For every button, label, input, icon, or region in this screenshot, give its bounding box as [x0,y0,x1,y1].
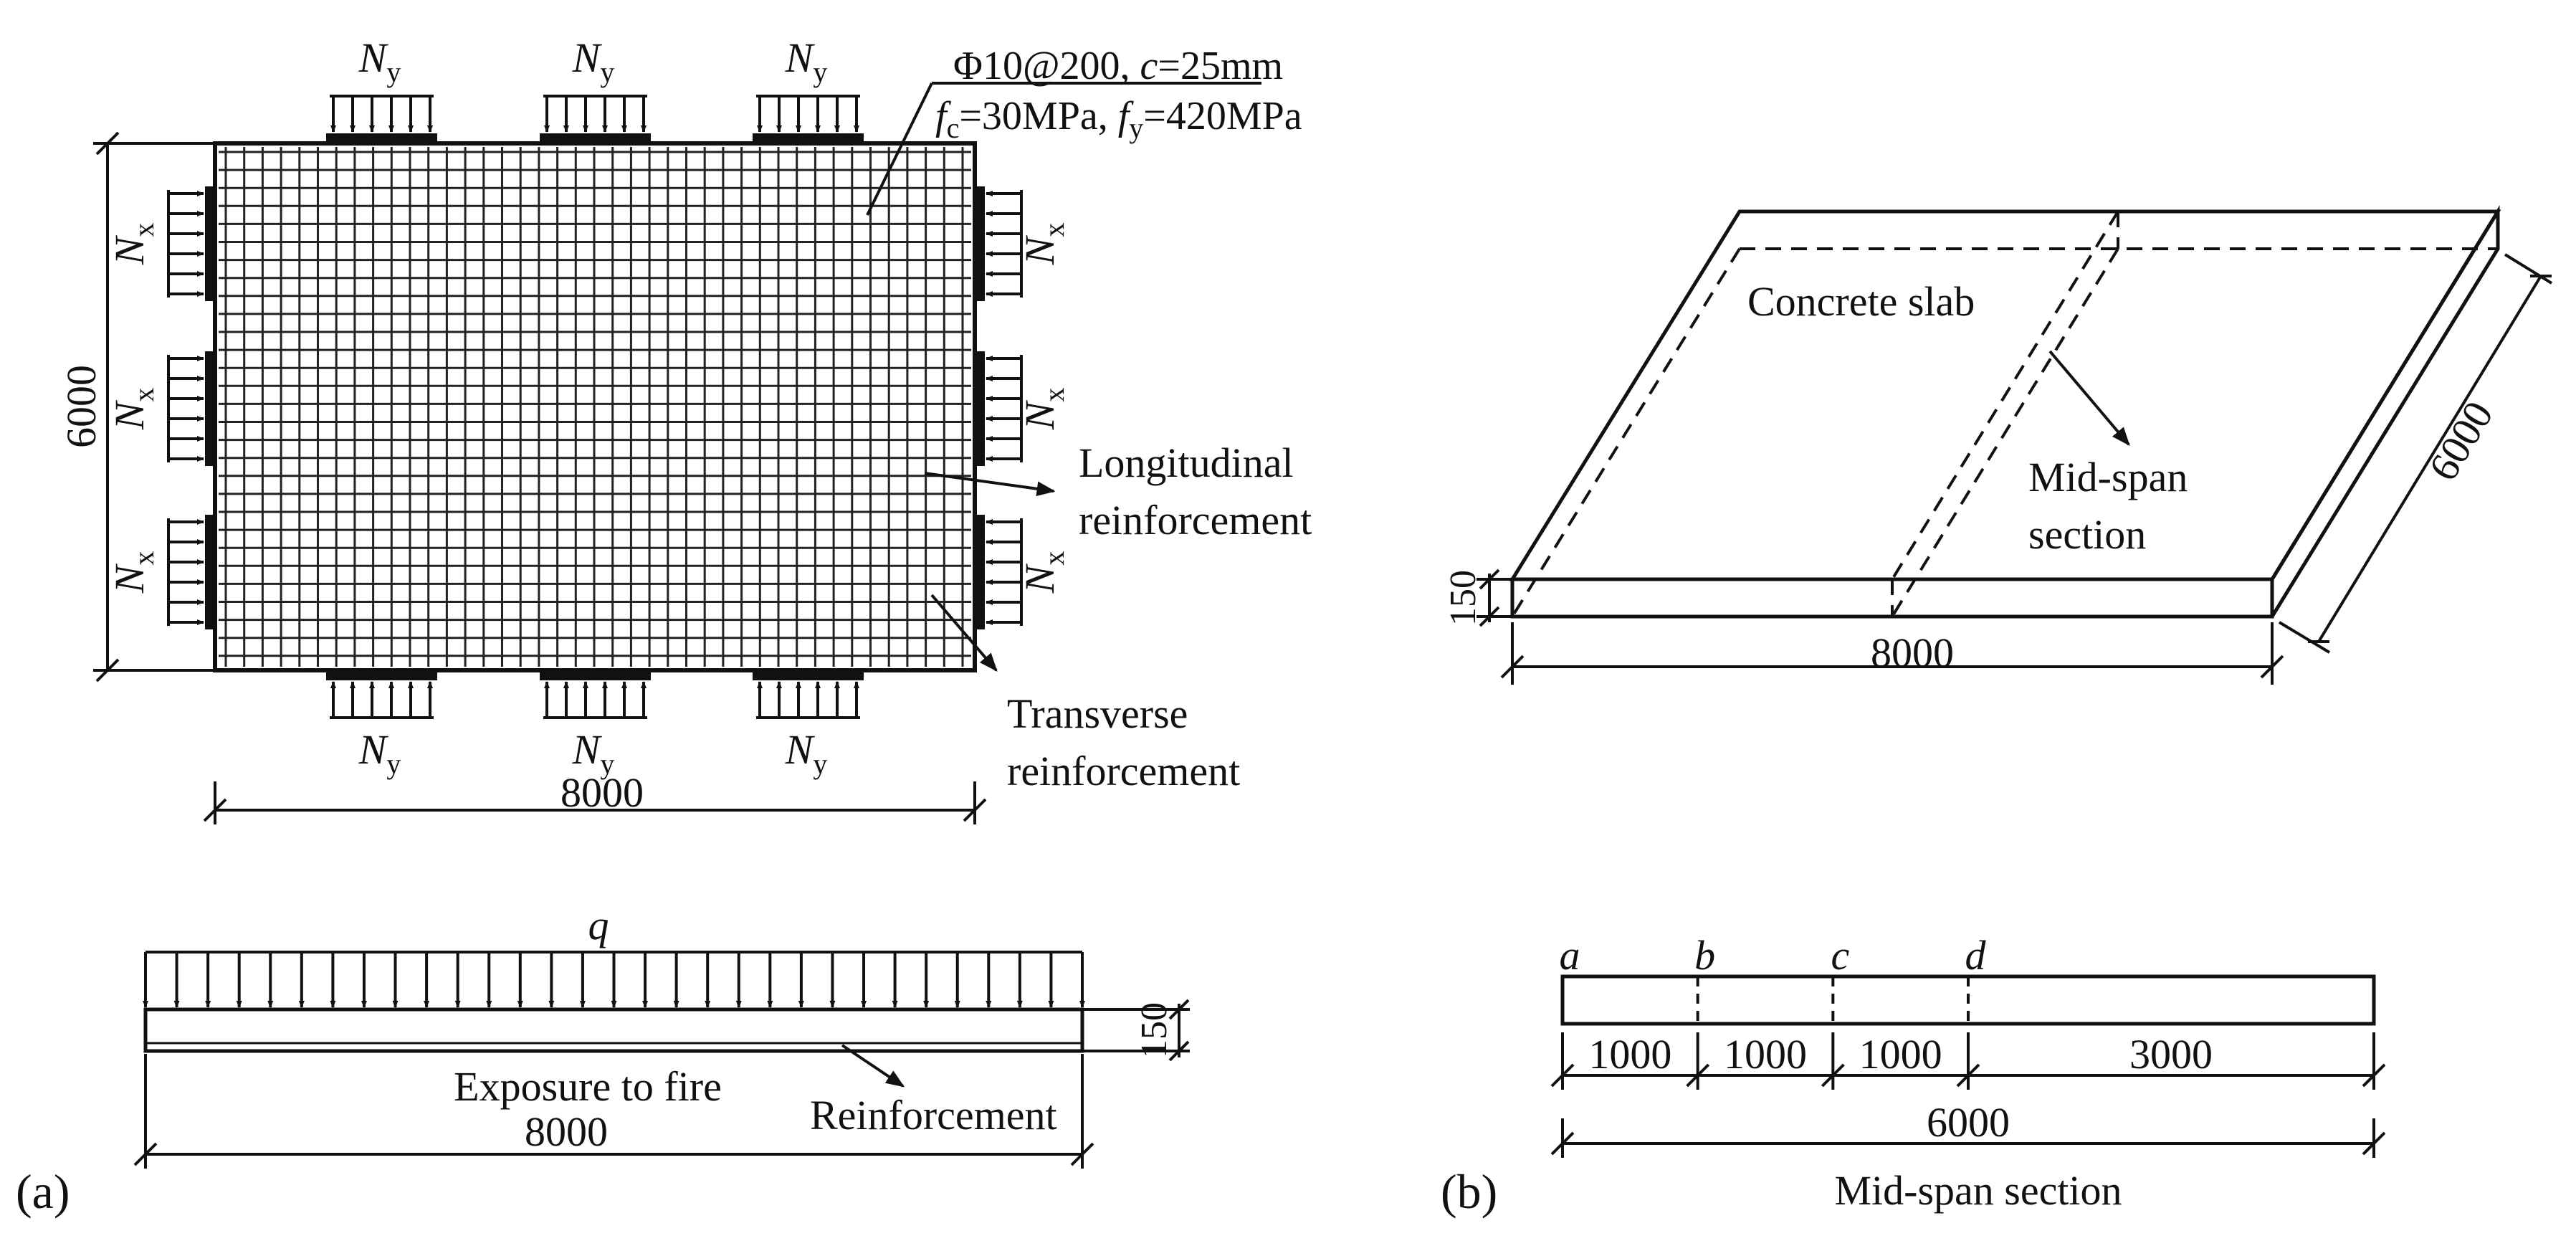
transverse-leader [930,594,998,672]
ny-label-top: Ny [572,34,615,88]
q-load-arrows [143,952,1085,1008]
iso-length-dimension [1500,622,2284,685]
longitudinal-label-line1: Longitudinal [1079,439,1294,486]
panel-a-label: (a) [16,1164,70,1219]
plan-height-label: 6000 [58,365,105,448]
ny-bearing-plate-bottom [540,670,651,680]
ny-label-top: Ny [785,34,828,88]
section-dim-slash [1821,1063,1845,1088]
section-total-dimension [1550,1118,2386,1158]
section-point-label: b [1694,932,1715,979]
nx-bearing-plate-left [205,351,215,466]
transverse-label-line2: reinforcement [1007,748,1240,794]
slab-hidden-edges [1511,247,2498,618]
section-segment-label: 1000 [1724,1031,1807,1078]
rebar-spec-line1: Φ10@200, c=25mm [953,44,1283,88]
section-dim-slash [1956,1063,1980,1088]
midspan-section-plane [1891,210,2119,618]
section-points: a b c d [1560,932,1987,1024]
plan-width-label: 8000 [560,769,644,816]
longitudinal-leader [924,472,1056,497]
ny-bearing-plate-top [753,133,864,143]
iso-length-label: 8000 [1871,629,1954,676]
section-dim-slash [1686,1063,1710,1088]
section-segment-label: 1000 [1859,1031,1942,1078]
elevation-length-dimension [133,1054,1094,1169]
plan-height-dimension [93,131,215,683]
longitudinal-label-line2: reinforcement [1079,497,1312,543]
section-dim-slash [1550,1063,1575,1088]
ny-bearing-plate-bottom [753,670,864,680]
ny-bearing-plate-top [540,133,651,143]
reinforcement-grid [219,147,971,667]
panel-b-isometric [1477,205,2553,685]
midspan-label-line1: Mid-span [2028,454,2188,500]
ny-bearing-plate-top [326,133,437,143]
ny-bearing-plate-bottom [326,670,437,680]
nx-label-left: Nx [106,223,160,266]
nx-label-right: Nx [1016,551,1070,594]
elevation-length-label: 8000 [525,1108,608,1155]
nx-bearing-plate-left [205,515,215,629]
panel-b-section: a b c d 1000 1000 1000 3000 6000 Mid-span sect… [1441,932,2386,1219]
iso-thickness-dimension [1477,569,1512,627]
nx-bearing-plate-right [975,351,985,466]
rebar-spec-line2: fc=30MPa, fy=420MPa [935,94,1302,144]
nx-bearing-plate-left [205,186,215,301]
nx-label-left: Nx [106,388,160,431]
section-point-label: c [1831,932,1849,979]
concrete-slab-label: Concrete slab [1747,278,1975,325]
section-caption: Mid-span section [1834,1167,2122,1214]
section-segment-dimensions: 1000 1000 1000 3000 [1550,1031,2386,1090]
midspan-label-line2: section [2028,511,2146,558]
elevation-thickness-label: 150 [1134,1002,1175,1058]
iso-width-label: 6000 [2420,394,2502,489]
ny-label-bottom: Ny [785,726,828,780]
fire-exposure-label: Exposure to fire [454,1063,722,1110]
ny-label-bottom: Ny [572,726,615,780]
reinforcement-leader [841,1044,905,1088]
section-dim-slash [2362,1063,2386,1088]
section-point-label: d [1965,932,1987,979]
transverse-label-line1: Transverse [1007,690,1188,737]
nx-label-right: Nx [1016,388,1070,431]
rebar-spec-leader [866,82,933,216]
iso-width-dimension [2278,253,2553,654]
ny-label-bottom: Ny [358,726,401,780]
slab-right-face [2270,205,2500,618]
nx-label-right: Nx [1016,223,1070,266]
nx-bearing-plate-right [975,186,985,301]
section-segment-label: 1000 [1588,1031,1671,1078]
section-total-label: 6000 [1927,1099,2010,1146]
elevation-thickness-dimension [1082,999,1190,1062]
iso-thickness-label: 150 [1443,570,1484,626]
ny-label-top: Ny [358,34,401,88]
section-point-label: a [1560,932,1580,979]
reinforcement-label: Reinforcement [810,1092,1057,1138]
slab-elevation [143,1007,1084,1053]
q-label: q [588,902,609,948]
nx-bearing-plate-right [975,515,985,629]
midspan-leader [2048,350,2130,446]
panel-b-label: (b) [1441,1164,1497,1219]
panel-a-elevation: q 150 Exposure to fire Reinforcement 800… [16,902,1190,1219]
section-segment-label: 3000 [2129,1031,2213,1078]
plan-width-dimension [203,781,987,824]
nx-label-left: Nx [106,551,160,594]
